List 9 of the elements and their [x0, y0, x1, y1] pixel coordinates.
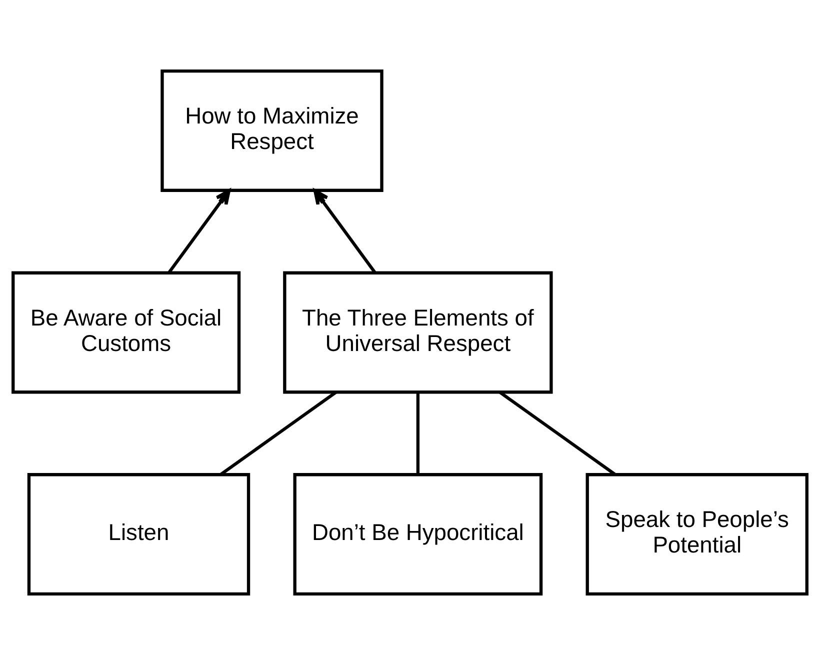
node-box: How to Maximize Respect [160, 68, 384, 192]
node-box: Listen [27, 472, 250, 596]
node-box: Speak to People’s Potential [586, 472, 808, 596]
node-box: Don’t Be Hypocritical [293, 472, 543, 596]
node-box: The Three Elements of Universal Respect [283, 270, 553, 394]
node-box: Be Aware of Social Customs [12, 270, 241, 394]
arrow [313, 188, 376, 274]
connector [416, 392, 420, 474]
arrow [168, 188, 231, 274]
